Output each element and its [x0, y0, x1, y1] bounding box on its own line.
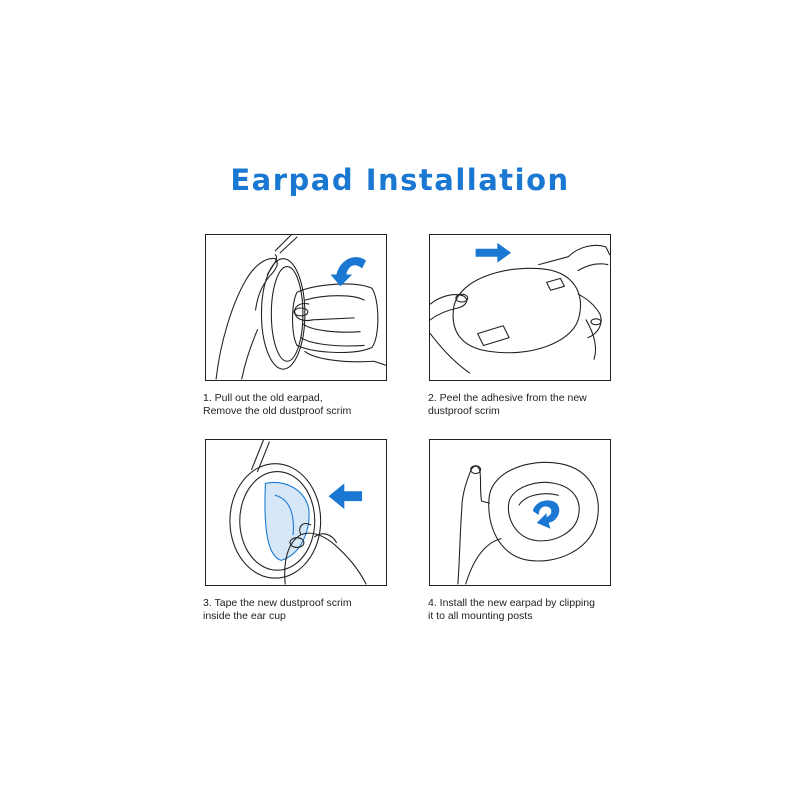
earpad-shape — [292, 283, 379, 354]
right-hand-shape — [294, 303, 355, 322]
step-3-caption-line-2: inside the ear cup — [203, 610, 286, 622]
right-hand-shape — [538, 244, 610, 266]
scrim-shape — [452, 267, 582, 354]
hand-shape — [457, 465, 490, 585]
step-2-caption-line-2: dustproof scrim — [428, 405, 500, 417]
step-2-caption-line-1: 2. Peel the adhesive from the new — [428, 392, 587, 404]
left-arrow-icon — [328, 483, 363, 510]
step-3-caption-line-1: 3. Tape the new dustproof scrim — [203, 597, 352, 609]
rotate-arrow-icon — [532, 500, 560, 529]
left-hand-shape — [430, 294, 468, 321]
step-4-caption-line-1: 4. Install the new earpad by clipping — [428, 597, 595, 609]
step-2-illustration — [429, 234, 611, 381]
headband-shape — [274, 235, 298, 254]
step-1-caption: 1. Pull out the old earpad, Remove the o… — [203, 392, 403, 418]
page-title: Earpad Installation — [230, 163, 570, 197]
left-hand-shape — [215, 257, 278, 380]
step-3-illustration — [205, 439, 387, 586]
step-2-caption: 2. Peel the adhesive from the new dustpr… — [428, 392, 628, 418]
step-4-caption-line-2: it to all mounting posts — [428, 610, 533, 622]
ear-cup-shape — [229, 463, 322, 579]
ear-cup-shape — [260, 258, 306, 370]
step-1-caption-line-1: 1. Pull out the old earpad, — [203, 392, 323, 404]
step-4-caption: 4. Install the new earpad by clipping it… — [428, 597, 628, 623]
step-1-illustration — [205, 234, 387, 381]
scrim-shape — [264, 482, 310, 561]
curved-arrow-icon — [330, 257, 367, 287]
step-4-illustration — [429, 439, 611, 586]
right-arrow-icon — [475, 242, 512, 263]
hand-shape — [284, 532, 367, 585]
step-1-caption-line-2: Remove the old dustproof scrim — [203, 405, 352, 417]
step-3-caption: 3. Tape the new dustproof scrim inside t… — [203, 597, 403, 623]
earpad-shape — [488, 461, 599, 562]
